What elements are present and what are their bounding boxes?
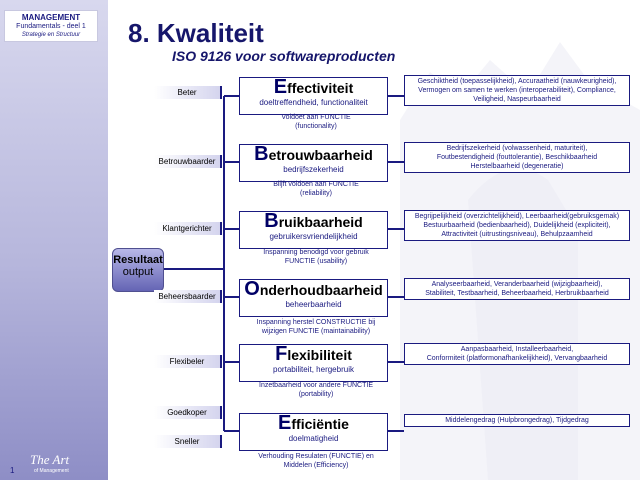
result-output-box: Resultaat output <box>112 248 164 292</box>
subchar-box-onderhoudbaarheid: Analyseerbaarheid, Veranderbaarheid (wij… <box>404 278 630 300</box>
quality-box-efficientie: Efficiëntie doelmatigheid <box>239 413 388 451</box>
heading-rest: etrouwbaarheid <box>269 147 373 163</box>
heading-initial: B <box>254 143 268 165</box>
quality-subtitle: gebruikersvriendelijkheid <box>240 231 387 242</box>
note-betrouwbaarheid: Blijft voldoen aan FUNCTIE(reliability) <box>244 180 388 198</box>
label-betrouwbaarder: Betrouwbaarder <box>154 155 222 168</box>
quality-subtitle: portabiliteit, hergebruik <box>240 364 387 375</box>
heading-rest: ruikbaarheid <box>279 214 363 230</box>
quality-subtitle: beheerbaarheid <box>240 299 387 310</box>
quality-box-bruikbaarheid: Bruikbaarheid gebruikersvriendelijkheid <box>239 211 388 249</box>
heading-rest: nderhoudbaarheid <box>260 282 383 298</box>
quality-box-onderhoudbaarheid: Onderhoudbaarheid beheerbaarheid <box>239 279 388 317</box>
heading-rest: ffectiviteit <box>287 80 353 96</box>
subchar-box-effectiviteit: Geschiktheid (toepasselijkheid), Accuraa… <box>404 75 630 106</box>
subchar-box-efficientie: Middelengedrag (Hulpbrongedrag), Tijdged… <box>404 414 630 427</box>
quality-box-flexibiliteit: Flexibiliteit portabiliteit, hergebruik <box>239 344 388 382</box>
label-sneller: Sneller <box>154 435 222 448</box>
heading-rest: lexibiliteit <box>287 347 352 363</box>
heading-initial: E <box>274 76 287 98</box>
heading-initial: F <box>275 343 287 365</box>
note-flexibiliteit: Inzetbaarheid voor andere FUNCTIE(portab… <box>244 381 388 399</box>
label-goedkoper: Goedkoper <box>154 406 222 419</box>
quality-box-betrouwbaarheid: Betrouwbaarheid bedrijfszekerheid <box>239 144 388 182</box>
subchar-box-flexibiliteit: Aanpasbaarheid, Installeerbaarheid,Confo… <box>404 343 630 365</box>
note-effectiviteit: Voldoet aan FUNCTIE(functionality) <box>244 113 388 131</box>
page-number: 1 <box>10 466 14 475</box>
quality-box-effectiviteit: Effectiviteit doeltreffendheid, function… <box>239 77 388 115</box>
result-label: Resultaat <box>113 254 163 266</box>
label-beheersbaarder: Beheersbaarder <box>154 290 222 303</box>
logo: The Art <box>30 452 69 468</box>
logo-subtitle: of Management <box>34 468 69 474</box>
quality-subtitle: doeltreffendheid, functionaliteit <box>240 97 387 108</box>
label-beter: Beter <box>154 86 222 99</box>
heading-initial: B <box>264 210 278 232</box>
heading-initial: E <box>278 412 291 434</box>
label-flexibeler: Flexibeler <box>154 355 222 368</box>
subchar-box-bruikbaarheid: Begrijpelijkheid (overzichtelijkheid), L… <box>404 210 630 241</box>
quality-subtitle: doelmatigheid <box>240 433 387 444</box>
label-klantgerichter: Klantgerichter <box>154 222 222 235</box>
heading-initial: O <box>244 278 260 300</box>
subchar-box-betrouwbaarheid: Bedrijfszekerheid (volwassenheid, maturi… <box>404 142 630 173</box>
quality-subtitle: bedrijfszekerheid <box>240 164 387 175</box>
heading-rest: fficiëntie <box>291 416 349 432</box>
output-label: output <box>113 266 163 278</box>
